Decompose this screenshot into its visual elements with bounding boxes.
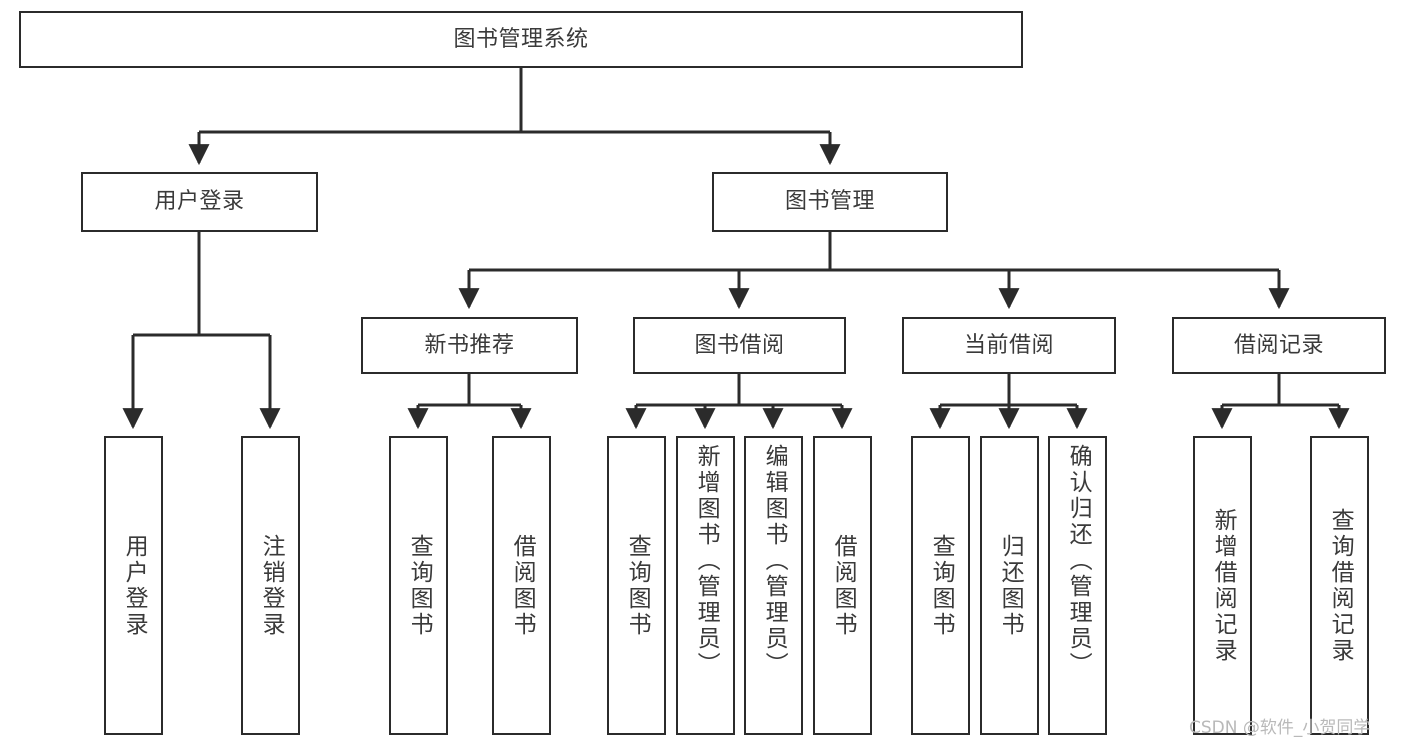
node-root-label: 图书管理系统 xyxy=(453,26,589,52)
node-book-borrow-label: 图书借阅 xyxy=(694,332,785,358)
leaf-borrow-record-1[interactable]: 新增借阅记录 xyxy=(1193,436,1252,735)
leaf-new-book-2[interactable]: 借阅图书 xyxy=(492,436,551,735)
leaf-current-borrow-1[interactable]: 查询图书 xyxy=(911,436,970,735)
watermark-text: CSDN @软件_小贺同学 xyxy=(1189,718,1371,738)
leaf-book-borrow-1[interactable]: 查询图书 xyxy=(607,436,666,735)
leaf-current-borrow-2-label: 归还图书 xyxy=(997,533,1024,638)
node-user-login[interactable]: 用户登录 xyxy=(81,172,318,232)
node-borrow-record[interactable]: 借阅记录 xyxy=(1172,317,1386,374)
leaf-book-borrow-4[interactable]: 借阅图书 xyxy=(813,436,872,735)
node-user-login-label: 用户登录 xyxy=(154,189,245,215)
leaf-borrow-record-1-label: 新增借阅记录 xyxy=(1210,507,1237,664)
leaf-book-borrow-2[interactable]: 新增图书（管理员） xyxy=(676,436,735,735)
node-new-book[interactable]: 新书推荐 xyxy=(361,317,578,374)
leaf-user-login-1-label: 用户登录 xyxy=(121,533,148,638)
node-book-manage-label: 图书管理 xyxy=(784,189,875,215)
leaf-borrow-record-2[interactable]: 查询借阅记录 xyxy=(1310,436,1369,735)
node-current-borrow-label: 当前借阅 xyxy=(963,332,1054,358)
leaf-current-borrow-3[interactable]: 确认归还（管理员） xyxy=(1048,436,1107,735)
leaf-current-borrow-1-label: 查询图书 xyxy=(928,533,955,638)
leaf-user-login-2-label: 注销登录 xyxy=(258,533,285,638)
leaf-new-book-2-label: 借阅图书 xyxy=(509,533,536,638)
node-book-manage[interactable]: 图书管理 xyxy=(712,172,948,232)
node-new-book-label: 新书推荐 xyxy=(424,332,515,358)
leaf-user-login-1[interactable]: 用户登录 xyxy=(104,436,163,735)
leaf-book-borrow-3[interactable]: 编辑图书（管理员） xyxy=(744,436,803,735)
leaf-current-borrow-3-label: 确认归还（管理员） xyxy=(1065,444,1092,678)
leaf-book-borrow-4-label: 借阅图书 xyxy=(830,533,857,638)
leaf-user-login-2[interactable]: 注销登录 xyxy=(241,436,300,735)
node-root[interactable]: 图书管理系统 xyxy=(19,11,1023,68)
leaf-book-borrow-3-label: 编辑图书（管理员） xyxy=(761,444,788,678)
node-book-borrow[interactable]: 图书借阅 xyxy=(633,317,846,374)
leaf-book-borrow-2-label: 新增图书（管理员） xyxy=(693,444,720,678)
leaf-new-book-1[interactable]: 查询图书 xyxy=(389,436,448,735)
leaf-book-borrow-1-label: 查询图书 xyxy=(624,533,651,638)
leaf-current-borrow-2[interactable]: 归还图书 xyxy=(980,436,1039,735)
leaf-new-book-1-label: 查询图书 xyxy=(406,533,433,638)
leaf-borrow-record-2-label: 查询借阅记录 xyxy=(1327,507,1354,664)
node-borrow-record-label: 借阅记录 xyxy=(1233,332,1324,358)
node-current-borrow[interactable]: 当前借阅 xyxy=(902,317,1116,374)
